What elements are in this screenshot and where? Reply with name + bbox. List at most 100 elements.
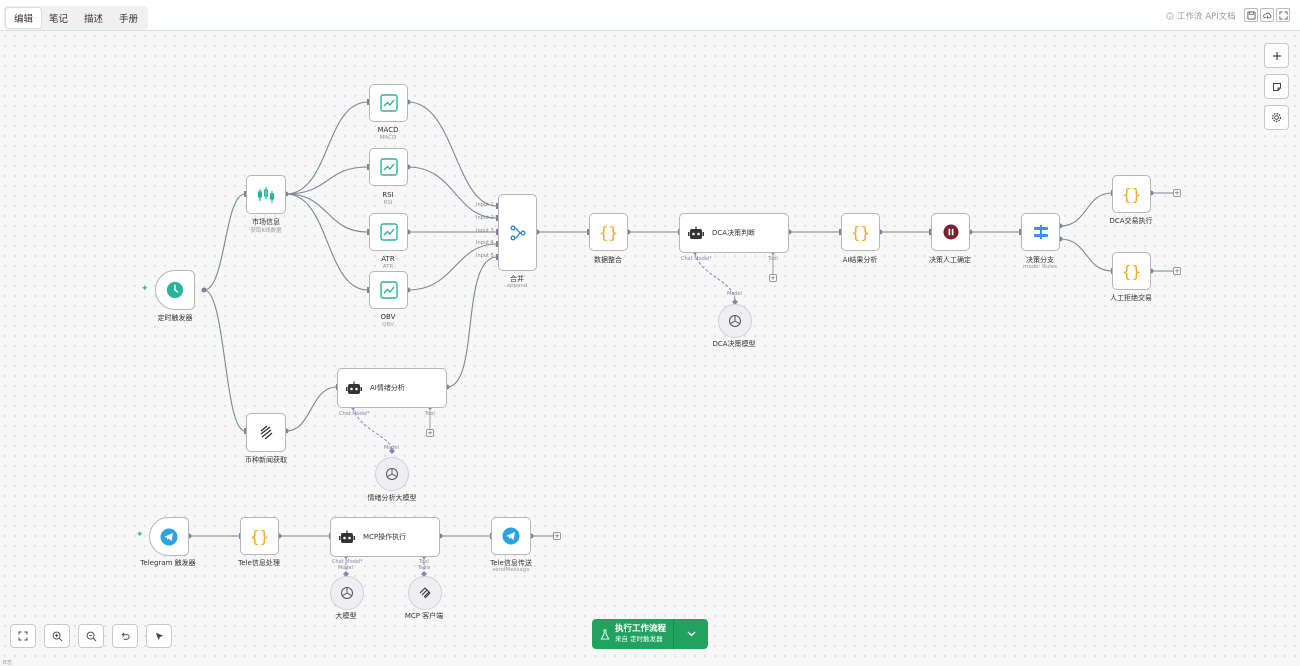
node-merge[interactable] xyxy=(498,194,537,271)
node-ai-result-label: AI结果分析 xyxy=(842,256,878,264)
trending-chart-icon xyxy=(379,94,398,112)
connections-layer xyxy=(186,99,1173,577)
dca-exec-add-button[interactable]: + xyxy=(1173,189,1181,197)
mcp-chat-model-port: Chat Model* xyxy=(332,559,363,565)
zoom-in-button[interactable] xyxy=(44,624,70,648)
robot-icon xyxy=(339,530,355,543)
node-big-model[interactable] xyxy=(330,576,364,610)
edge-dca-model xyxy=(694,252,736,302)
node-rsi-sub: RSI xyxy=(383,200,393,206)
plus-icon xyxy=(1272,51,1281,60)
node-mcp-exec[interactable]: MCP操作执行 xyxy=(330,517,440,557)
code-braces-icon: {} xyxy=(850,222,871,242)
human-reject-add-button[interactable]: + xyxy=(1173,267,1181,275)
node-telegram-trigger[interactable] xyxy=(149,517,189,556)
edge-market-obv xyxy=(285,193,369,291)
tab-notes[interactable]: 笔记 xyxy=(49,14,69,25)
execute-dropdown-button[interactable] xyxy=(674,631,708,637)
top-icons xyxy=(1244,8,1290,22)
node-market-label: 市场信息 xyxy=(252,218,280,226)
node-macd-label: MACD xyxy=(377,126,399,134)
node-dca-model[interactable] xyxy=(718,304,752,338)
tab-manual[interactable]: 手册 xyxy=(119,14,139,25)
sentiment-add-tool-button[interactable]: + xyxy=(426,429,434,437)
merge-input-3: Input 3 xyxy=(476,228,494,234)
node-timer-trigger[interactable] xyxy=(155,270,195,310)
info-icon xyxy=(1166,12,1174,20)
tab-edit[interactable]: 编辑 xyxy=(6,8,42,28)
code-braces-icon: {} xyxy=(249,526,270,546)
save-button[interactable] xyxy=(1244,8,1258,22)
openai-icon xyxy=(386,468,398,480)
node-tele-send-sub: sendMessage xyxy=(492,567,530,573)
node-data-merge[interactable]: {} xyxy=(589,213,628,251)
dca-tool-port: Tool xyxy=(768,256,778,262)
execute-main[interactable]: 执行工作流程 来自 定时触发器 xyxy=(592,619,674,649)
node-mcp-client-label: MCP 客户端 xyxy=(404,612,444,620)
mcp-model-port-label: Model xyxy=(338,565,354,571)
workflow-canvas[interactable]: ✦ 定时触发器 市场信息 获取K线数据 MACD MACD RSI RSI AT… xyxy=(0,31,1300,665)
view-tabs: 编辑 笔记 描述 手册 xyxy=(4,6,149,30)
reset-zoom-button[interactable] xyxy=(112,624,138,648)
edge-rsi-merge xyxy=(407,166,498,219)
expand-icon xyxy=(1278,10,1288,20)
node-decision-switch[interactable] xyxy=(1021,213,1060,251)
node-merge-label: 合并 xyxy=(510,275,524,283)
node-dca-judge-label: DCA决策判断 xyxy=(712,229,756,237)
node-decision-switch-label: 决策分支 xyxy=(1026,256,1054,264)
node-big-model-label: 大模型 xyxy=(335,612,357,620)
node-mcp-client[interactable] xyxy=(408,576,442,610)
node-atr-sub: ATR xyxy=(382,264,394,270)
node-macd-sub: MACD xyxy=(379,135,397,141)
node-human-reject[interactable]: {} xyxy=(1112,252,1151,290)
trigger-sparkle-icon: ✦ xyxy=(136,530,144,540)
sentiment-model-port-label: Model xyxy=(384,445,400,451)
node-ai-sentiment[interactable]: AI情绪分析 xyxy=(337,368,447,408)
edge-market-rsi xyxy=(285,166,369,195)
merge-input-5: Input 5 xyxy=(476,253,494,259)
node-rsi[interactable] xyxy=(369,148,408,186)
robot-icon xyxy=(688,226,704,239)
node-news[interactable] xyxy=(246,413,286,452)
select-mode-button[interactable] xyxy=(146,624,172,648)
top-bar: 编辑 笔记 描述 手册 工作流 API文档 xyxy=(0,0,1300,31)
trending-chart-icon xyxy=(379,281,398,299)
node-market-info[interactable] xyxy=(246,175,286,214)
edge-timer-news xyxy=(203,289,246,432)
pause-icon xyxy=(943,224,958,240)
node-news-label: 币种新闻获取 xyxy=(245,456,287,464)
node-rsi-label: RSI xyxy=(382,191,394,199)
fullscreen-button[interactable] xyxy=(1276,8,1290,22)
edge-market-macd xyxy=(285,101,369,195)
node-human-confirm[interactable] xyxy=(931,213,970,251)
dca-add-tool-button[interactable]: + xyxy=(769,274,777,282)
settings-button[interactable] xyxy=(1264,105,1289,130)
api-doc-link[interactable]: 工作流 API文档 xyxy=(1166,10,1236,22)
node-sentiment-model[interactable] xyxy=(375,457,409,491)
upload-button[interactable] xyxy=(1260,8,1274,22)
node-tele-process[interactable]: {} xyxy=(240,517,279,555)
merge-input-1: Input 1 xyxy=(476,202,494,208)
undo-icon xyxy=(121,632,130,640)
node-merge-sub: append xyxy=(506,283,528,289)
node-atr[interactable] xyxy=(369,213,408,251)
node-obv[interactable] xyxy=(369,271,408,309)
zoom-out-button[interactable] xyxy=(78,624,104,648)
node-dca-judge[interactable]: DCA决策判断 xyxy=(679,213,789,253)
node-dca-exec[interactable]: {} xyxy=(1112,175,1151,213)
tab-description[interactable]: 描述 xyxy=(84,14,104,25)
edge-sentiment-merge xyxy=(446,256,498,388)
zoom-to-fit-button[interactable] xyxy=(10,624,36,648)
tele-send-add-button[interactable]: + xyxy=(553,532,561,540)
edge-news-sentiment xyxy=(285,386,338,432)
node-tele-send[interactable] xyxy=(491,517,531,555)
node-macd[interactable] xyxy=(369,84,408,122)
add-sticky-note-button[interactable] xyxy=(1264,74,1289,99)
trigger-sparkle-icon: ✦ xyxy=(141,284,149,294)
node-ai-sentiment-label: AI情绪分析 xyxy=(370,384,405,392)
add-node-button[interactable] xyxy=(1264,43,1289,68)
execute-workflow-button[interactable]: 执行工作流程 来自 定时触发器 xyxy=(592,619,708,649)
node-ai-result[interactable]: {} xyxy=(841,213,880,251)
flask-icon xyxy=(600,628,610,640)
dca-chat-model-port: Chat Model* xyxy=(681,256,712,262)
